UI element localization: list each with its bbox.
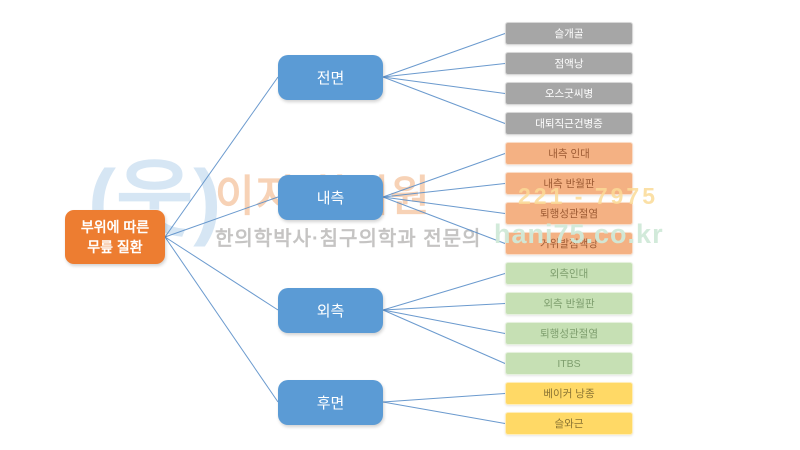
leaf-label: 오스굿씨병	[544, 88, 594, 100]
leaf-label: 퇴행성관절염	[540, 208, 598, 220]
root-label-line-1: 부위에 따른	[80, 218, 150, 235]
leaf-node: 퇴행성관절염	[505, 322, 633, 345]
leaf-node: 퇴행성관절염	[505, 202, 633, 225]
leaf-label: 내측 인대	[548, 148, 590, 160]
leaf-label: 퇴행성관절염	[540, 328, 598, 340]
leaf-node: 오스굿씨병	[505, 82, 633, 105]
leaf-node: 내측 인대	[505, 142, 633, 165]
branch-node: 내측	[278, 174, 383, 220]
watermark-subtitle: 한의학박사·침구의학과 전문의	[215, 228, 482, 250]
leaf-node: 외측인대	[505, 262, 633, 285]
root-label-line-2: 무릎 질환	[87, 239, 143, 255]
leaf-label: 내측 반월판	[543, 178, 595, 190]
leaf-node: 대퇴직근건병증	[505, 112, 633, 135]
branch-node: 외측	[278, 287, 383, 333]
leaf-node: 슬와근	[505, 412, 633, 435]
leaf-label: 베이커 낭종	[543, 388, 595, 400]
leaf-label: 외측인대	[549, 268, 589, 280]
leaf-label: 대퇴직근건병증	[535, 118, 603, 130]
branch-node: 전면	[278, 54, 383, 100]
branch-label: 후면	[316, 394, 345, 412]
branch-label: 전면	[316, 69, 345, 87]
leaf-label: ITBS	[557, 357, 581, 370]
leaf-label: 슬개골	[554, 28, 584, 40]
leaf-node: 거위발점액낭	[505, 232, 633, 255]
leaf-label: 거위발점액낭	[540, 238, 598, 250]
branch-label: 외측	[316, 302, 345, 320]
leaf-label: 점액낭	[554, 58, 584, 70]
leaf-node: 베이커 낭종	[505, 382, 633, 405]
branch-label: 내측	[316, 189, 345, 207]
leaf-node: 내측 반월판	[505, 172, 633, 195]
leaf-node: 점액낭	[505, 52, 633, 75]
leaf-label: 슬와근	[554, 418, 584, 430]
leaf-node: ITBS	[505, 352, 633, 375]
branch-node: 후면	[278, 379, 383, 425]
root-node: 부위에 따른 무릎 질환	[65, 210, 165, 264]
leaf-node: 슬개골	[505, 22, 633, 45]
leaf-label: 외측 반월판	[543, 298, 595, 310]
leaf-node: 외측 반월판	[505, 292, 633, 315]
